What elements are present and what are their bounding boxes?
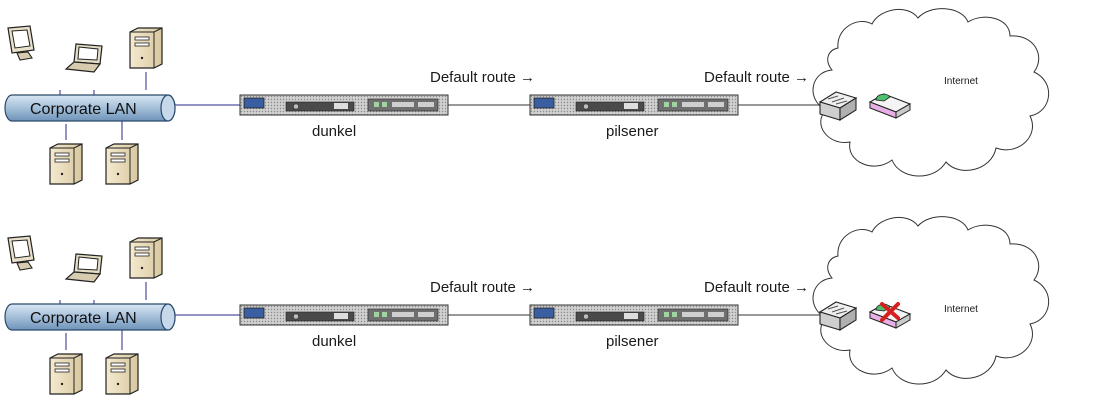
panel-top: Corporate LAN dunkel pilsener Default ro… <box>4 8 1050 185</box>
server-tower-icon <box>49 353 83 395</box>
internet-cloud-icon <box>812 216 1050 385</box>
router-name-pilsener: pilsener <box>606 123 659 140</box>
rack-router-icon-dunkel <box>239 304 449 326</box>
server-tower-icon <box>105 353 139 395</box>
server-tower-icon <box>49 143 83 185</box>
panel-bottom: Corporate LAN dunkel pilsener Default ro… <box>4 216 1050 395</box>
corporate-lan-pipe: Corporate LAN <box>4 94 176 122</box>
router-name-dunkel: dunkel <box>312 333 356 350</box>
route-label-2: Default route → <box>704 69 809 86</box>
internet-cloud-icon <box>812 8 1050 177</box>
route-label-1: Default route → <box>430 279 535 296</box>
rack-router-icon-dunkel <box>239 94 449 116</box>
corporate-lan-pipe: Corporate LAN <box>4 303 176 331</box>
router-name-pilsener: pilsener <box>606 333 659 350</box>
route-label-1: Default route → <box>430 69 535 86</box>
monitor-icon <box>7 25 35 61</box>
server-tower-icon <box>129 237 163 279</box>
internet-label: Internet <box>944 76 978 87</box>
router-name-dunkel: dunkel <box>312 123 356 140</box>
monitor-icon <box>7 235 35 271</box>
rack-router-icon-pilsener <box>529 94 739 116</box>
server-tower-icon <box>105 143 139 185</box>
lan-label: Corporate LAN <box>30 101 137 118</box>
laptop-icon <box>65 253 103 283</box>
route-label-2: Default route → <box>704 279 809 296</box>
lan-label: Corporate LAN <box>30 310 137 327</box>
laptop-icon <box>65 43 103 73</box>
rack-router-icon-pilsener <box>529 304 739 326</box>
server-tower-icon <box>129 27 163 69</box>
internet-label: Internet <box>944 304 978 315</box>
